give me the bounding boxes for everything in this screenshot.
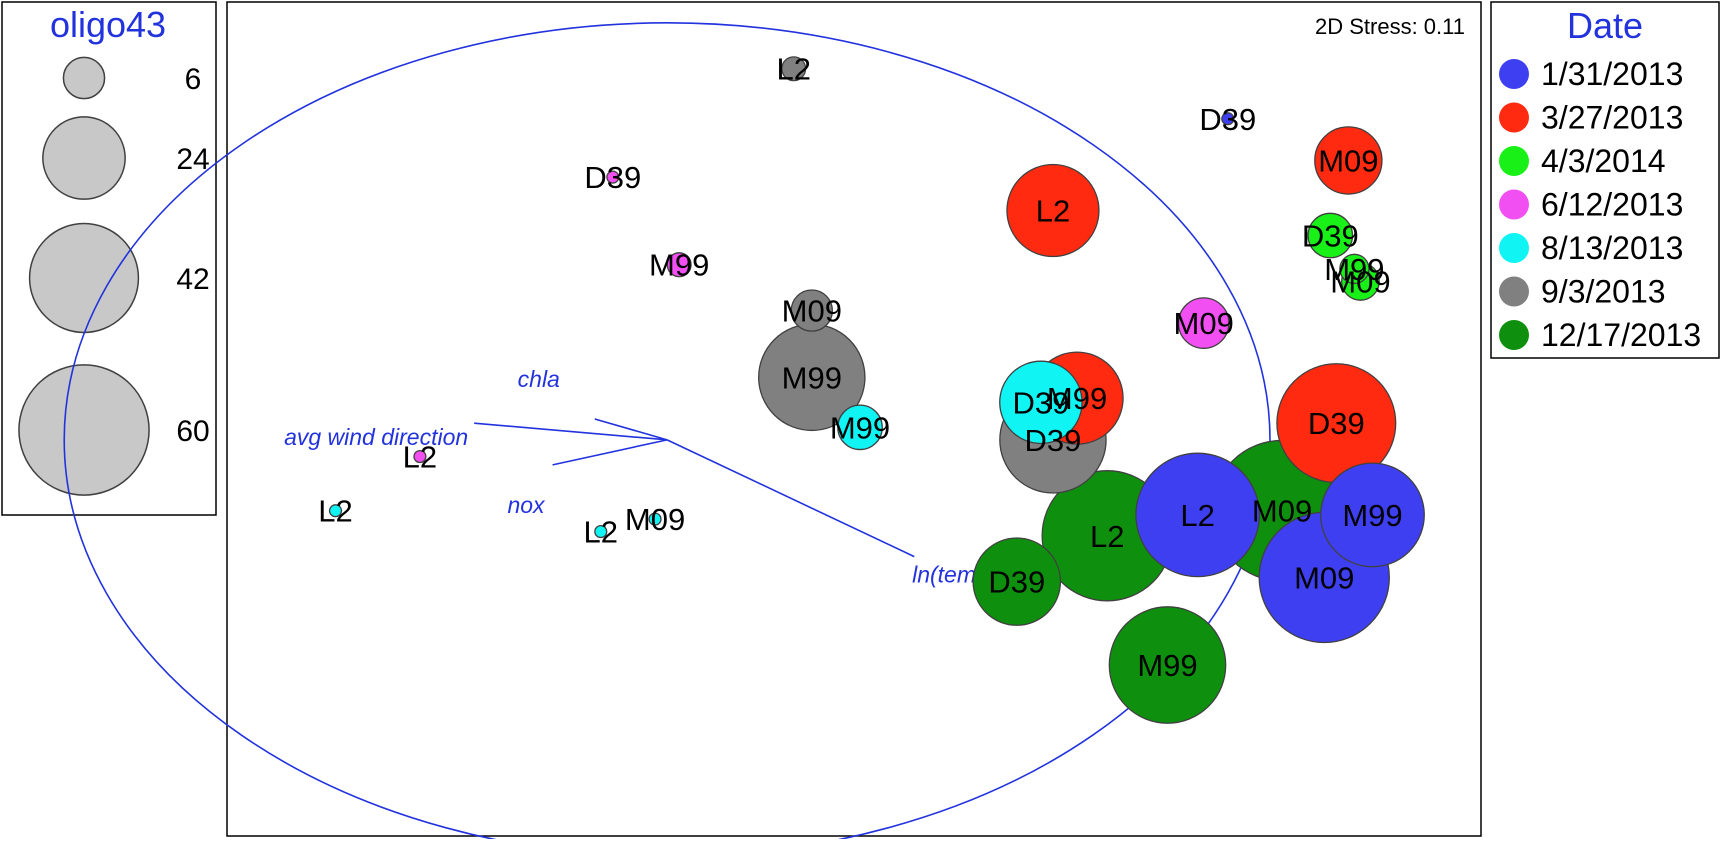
data-point <box>1314 126 1383 195</box>
data-point-label: M99 <box>830 410 890 445</box>
data-point-label: L2 <box>776 52 810 87</box>
data-point-label: L2 <box>1180 498 1214 533</box>
data-point-label: D39 <box>988 565 1045 600</box>
data-point <box>594 525 608 539</box>
size-legend-label: 60 <box>176 415 209 448</box>
vector-label: nox <box>507 492 546 518</box>
size-legend-bubble <box>28 222 140 334</box>
data-point <box>781 56 807 82</box>
data-point-label: M99 <box>1047 381 1107 416</box>
data-point-label: D39 <box>1025 423 1082 458</box>
color-legend-swatch <box>1499 189 1529 220</box>
data-point <box>837 404 883 451</box>
data-point-label: L2 <box>403 440 437 475</box>
data-point-label: M09 <box>1330 264 1390 299</box>
size-legend-label: 6 <box>185 63 202 96</box>
vector-line <box>552 439 668 466</box>
data-point <box>972 537 1062 626</box>
size-legend-bubble <box>62 56 106 100</box>
color-legend-items: 1/31/2013 3/27/2013 4/3/2014 6/12/2013 8/13/… <box>1499 56 1701 353</box>
data-point <box>328 504 343 518</box>
stress-label: 2D Stress: 0.11 <box>1315 14 1465 39</box>
data-point <box>413 449 427 464</box>
size-legend-label: 24 <box>176 143 209 176</box>
data-point-label: D39 <box>1199 102 1256 137</box>
data-point-label: M09 <box>1174 306 1234 341</box>
data-point <box>1221 112 1235 126</box>
data-point-label: M99 <box>782 360 842 395</box>
data-point-label: L2 <box>1090 519 1124 554</box>
size-legend-title: oligo43 <box>50 4 166 45</box>
data-point-label: D39 <box>1012 385 1069 420</box>
correlation-circle <box>63 22 1271 844</box>
data-point-label: M99 <box>1324 252 1384 287</box>
size-legend-bubble <box>42 116 126 200</box>
data-point-label: M09 <box>1294 560 1354 595</box>
data-point-label: D39 <box>584 160 641 195</box>
data-point <box>1177 297 1230 349</box>
size-legend-items: 6 24 42 60 <box>18 56 210 496</box>
color-legend-swatch <box>1499 233 1529 263</box>
color-legend-box <box>1490 1 1720 359</box>
color-legend-swatch <box>1499 320 1529 350</box>
data-point <box>999 360 1083 445</box>
data-point <box>1307 212 1354 259</box>
color-legend-label: 8/13/2013 <box>1541 230 1683 266</box>
data-point-label: M99 <box>1342 498 1402 533</box>
vector-label: avg wind direction <box>284 424 468 450</box>
data-point-label: L2 <box>318 494 352 529</box>
size-legend-label: 42 <box>176 263 209 296</box>
data-point-label: M99 <box>1137 648 1197 683</box>
color-legend-label: 6/12/2013 <box>1541 187 1683 223</box>
data-point-label: D39 <box>1308 406 1365 441</box>
size-legend-bubble <box>18 364 150 496</box>
data-point-label: M09 <box>782 294 842 329</box>
vector-line <box>474 422 668 441</box>
data-point-label: M09 <box>1252 494 1312 529</box>
color-legend-swatch <box>1499 276 1529 307</box>
data-point <box>1339 253 1370 285</box>
vector-label: chla <box>518 366 560 392</box>
data-point <box>790 289 834 332</box>
color-legend-label: 4/3/2014 <box>1541 143 1666 179</box>
color-legend-label: 3/27/2013 <box>1541 100 1683 136</box>
data-point-label: M09 <box>1318 143 1378 178</box>
color-legend-swatch <box>1499 59 1529 89</box>
data-point-label: L2 <box>1036 194 1070 229</box>
color-legend-swatch <box>1499 102 1529 133</box>
data-point-label: D39 <box>1302 219 1359 254</box>
data-point <box>606 170 620 184</box>
points-layer: M09L2M09L2D39M99M99D39M99L2M99D39D39M09M… <box>318 52 1425 724</box>
color-legend-title: Date <box>1567 5 1643 46</box>
color-legend-swatch <box>1499 146 1529 176</box>
data-point <box>1108 606 1227 724</box>
data-point <box>666 252 692 278</box>
data-point <box>648 512 662 526</box>
data-point-label: L2 <box>584 515 618 550</box>
vector-line <box>594 418 668 441</box>
color-legend-label: 1/31/2013 <box>1541 56 1683 92</box>
color-legend-label: 9/3/2013 <box>1541 274 1666 310</box>
data-point-label: M09 <box>625 502 685 537</box>
color-legend-label: 12/17/2013 <box>1541 317 1701 353</box>
data-point <box>1006 163 1100 258</box>
data-point-label: M99 <box>649 248 709 283</box>
data-point <box>1320 462 1425 568</box>
vector-line <box>666 439 915 558</box>
data-point <box>1135 452 1261 578</box>
